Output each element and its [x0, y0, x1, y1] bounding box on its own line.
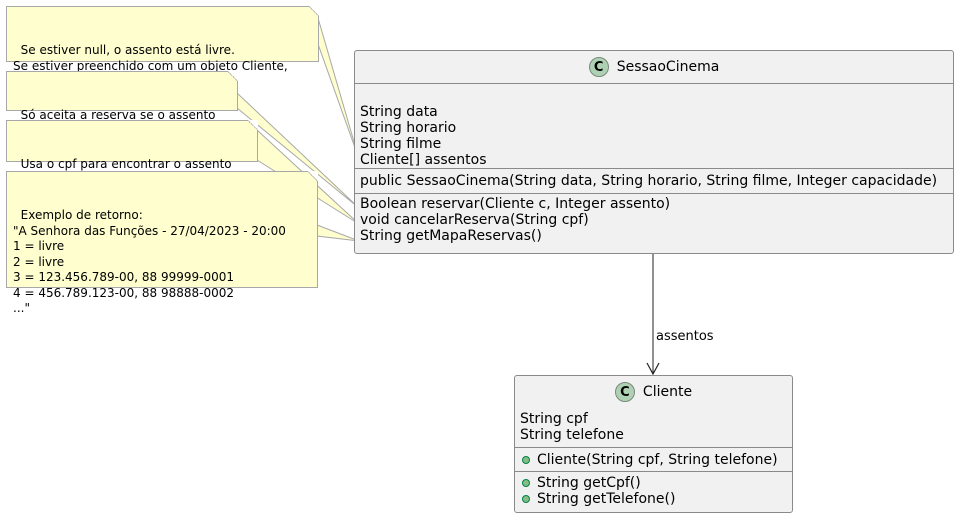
- method: void cancelarReserva(String cpf): [360, 212, 589, 228]
- constructor-section: public SessaoCinema(String data, String …: [355, 168, 953, 193]
- method: String getMapaReservas(): [360, 228, 542, 244]
- note-fold-icon: [248, 120, 258, 130]
- class-sessao-cinema: C SessaoCinema String data String horari…: [354, 50, 954, 254]
- method: String getCpf(): [520, 475, 787, 491]
- note-fold-icon: [309, 6, 319, 16]
- note-seat-null: Se estiver null, o assento está livre. S…: [6, 6, 319, 88]
- class-cliente: C Cliente String cpf String telefone Cli…: [514, 375, 793, 513]
- method: String getTelefone(): [520, 491, 787, 507]
- constructor: public SessaoCinema(String data, String …: [360, 173, 938, 189]
- note-reservar: Só aceita a reserva se o assento estiver…: [6, 71, 238, 138]
- note-fold-icon: [228, 71, 238, 81]
- method: Boolean reservar(Cliente c, Integer asse…: [360, 196, 671, 212]
- association-arrowhead: [646, 362, 660, 376]
- constructor: Cliente(String cpf, String telefone): [520, 452, 787, 468]
- attribute: String cpf: [520, 411, 588, 427]
- class-name: Cliente: [642, 384, 693, 400]
- constructor-section: Cliente(String cpf, String telefone): [515, 447, 792, 471]
- methods-section: String getCpf() String getTelefone(): [515, 471, 792, 509]
- class-header: C Cliente: [515, 376, 792, 408]
- note-text: Exemplo de retorno: "A Senhora das Funçõ…: [13, 208, 286, 315]
- methods-section: Boolean reservar(Cliente c, Integer asse…: [355, 193, 953, 246]
- public-visibility-icon: [522, 456, 530, 464]
- public-visibility-icon: [522, 479, 530, 487]
- class-header: C SessaoCinema: [355, 51, 953, 83]
- constructor-text: Cliente(String cpf, String telefone): [537, 452, 778, 468]
- note-cancelar: Usa o cpf para encontrar o assento do cl…: [6, 120, 258, 187]
- method-text: String getTelefone(): [537, 491, 676, 507]
- class-name: SessaoCinema: [616, 59, 720, 75]
- attribute: String data: [360, 104, 438, 120]
- class-stereotype-icon: C: [588, 57, 609, 77]
- attribute: String filme: [360, 136, 442, 152]
- association-label: assentos: [656, 329, 714, 344]
- note-1-connector: [317, 17, 360, 160]
- note-fold-icon: [308, 171, 318, 181]
- attributes-section: String cpf String telefone: [515, 408, 792, 447]
- attribute: String horario: [360, 120, 457, 136]
- attributes-section: String data String horario String filme …: [355, 83, 953, 168]
- note-mapa-exemplo: Exemplo de retorno: "A Senhora das Funçõ…: [6, 171, 318, 315]
- note-4-connector: [316, 224, 360, 242]
- attribute: Cliente[] assentos: [360, 152, 487, 168]
- class-stereotype-icon: C: [614, 382, 635, 402]
- public-visibility-icon: [522, 495, 530, 503]
- method-text: String getCpf(): [537, 475, 641, 491]
- note-text: Se estiver null, o assento está livre. S…: [13, 43, 288, 88]
- attribute: String telefone: [520, 427, 624, 443]
